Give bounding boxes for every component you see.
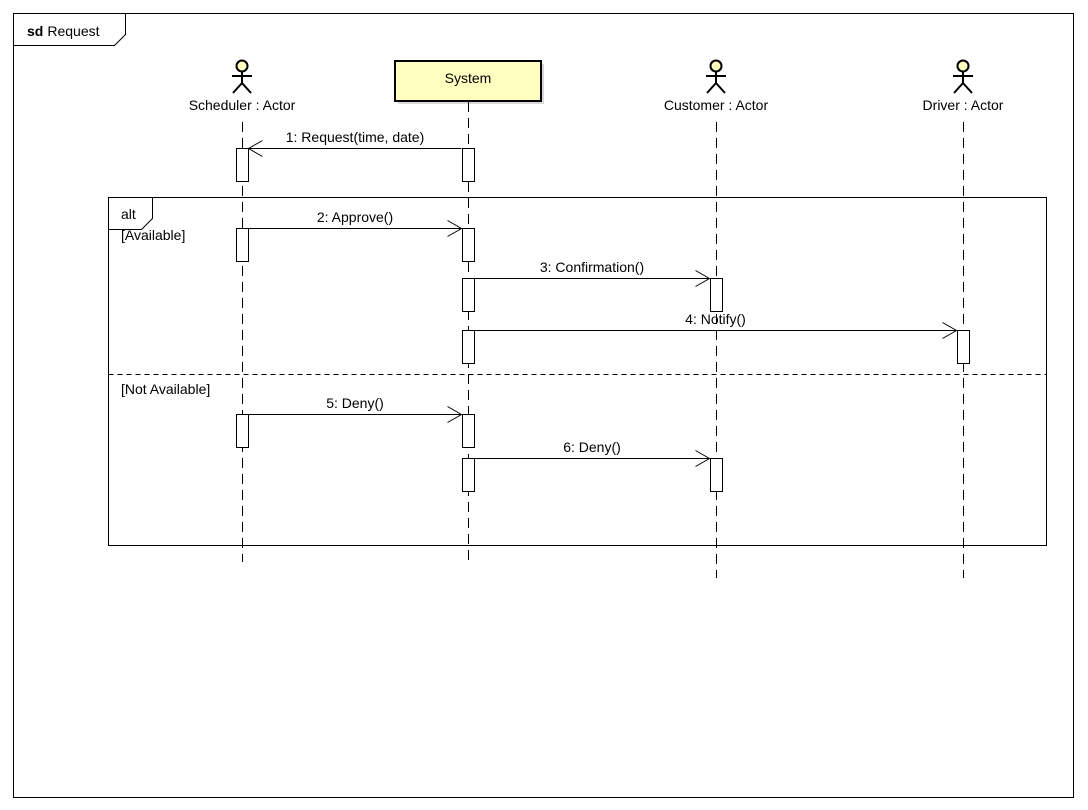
activation-bar-scheduler xyxy=(236,228,249,262)
activation-bar-system xyxy=(462,414,475,448)
activation-bar-customer xyxy=(710,278,723,312)
message-label: 6: Deny() xyxy=(563,439,621,455)
frame-name: Request xyxy=(47,23,99,39)
lifeline-system: System xyxy=(394,60,544,566)
arrowhead-icon xyxy=(447,406,463,423)
lifeline-label: System xyxy=(445,70,492,86)
lifeline-customer: Customer : Actor xyxy=(664,59,769,578)
actor-icon xyxy=(232,59,252,94)
guard-not-available: [Not Available] xyxy=(121,381,210,397)
message-4: 4: Notify() xyxy=(474,311,958,339)
activation-bar-scheduler xyxy=(236,414,249,448)
activation-bar-scheduler xyxy=(236,148,249,182)
activation-bar-system xyxy=(462,330,475,364)
activation-bar-system xyxy=(462,278,475,312)
arrowhead-icon xyxy=(942,322,958,339)
activation-bar-customer xyxy=(710,458,723,492)
message-2: 2: Approve() xyxy=(248,209,463,237)
activation-bar-system xyxy=(462,458,475,492)
activation-bar-system xyxy=(462,148,475,182)
lifeline-label: Customer : Actor xyxy=(664,97,769,113)
actor-icon xyxy=(953,59,973,94)
alt-fragment: alt [Available] [Not Available] xyxy=(108,197,1047,546)
frame-keyword: sd xyxy=(27,23,43,39)
guard-available: [Available] xyxy=(121,227,185,243)
activations xyxy=(236,148,970,492)
diagram-frame xyxy=(13,13,1074,798)
message-label: 5: Deny() xyxy=(326,395,384,411)
message-label: 2: Approve() xyxy=(317,209,393,225)
arrowhead-icon xyxy=(247,140,263,157)
system-object-box xyxy=(394,60,542,102)
arrowhead-icon xyxy=(695,450,711,467)
arrowhead-icon xyxy=(695,270,711,287)
message-label: 3: Confirmation() xyxy=(540,259,644,275)
activation-bar-driver xyxy=(957,330,970,364)
message-1: 1: Request(time, date) xyxy=(247,129,462,157)
message-6: 6: Deny() xyxy=(474,439,711,467)
lifeline-label: Scheduler : Actor xyxy=(189,97,296,113)
message-5: 5: Deny() xyxy=(248,395,463,423)
message-label: 1: Request(time, date) xyxy=(286,129,425,145)
arrowhead-icon xyxy=(447,220,463,237)
alt-fragment-tab xyxy=(108,197,153,230)
lifeline-scheduler: Scheduler : Actor xyxy=(189,59,296,562)
activation-bar-system xyxy=(462,228,475,262)
alt-keyword: alt xyxy=(121,206,136,222)
message-label: 4: Notify() xyxy=(685,311,746,327)
frame-tab xyxy=(13,13,126,46)
message-3: 3: Confirmation() xyxy=(474,259,711,287)
alt-fragment-box xyxy=(108,197,1047,546)
messages: 1: Request(time, date) 2: Approve() 3: Con… xyxy=(247,129,958,467)
actor-icon xyxy=(706,59,726,94)
lifeline-label: Driver : Actor xyxy=(923,97,1004,113)
